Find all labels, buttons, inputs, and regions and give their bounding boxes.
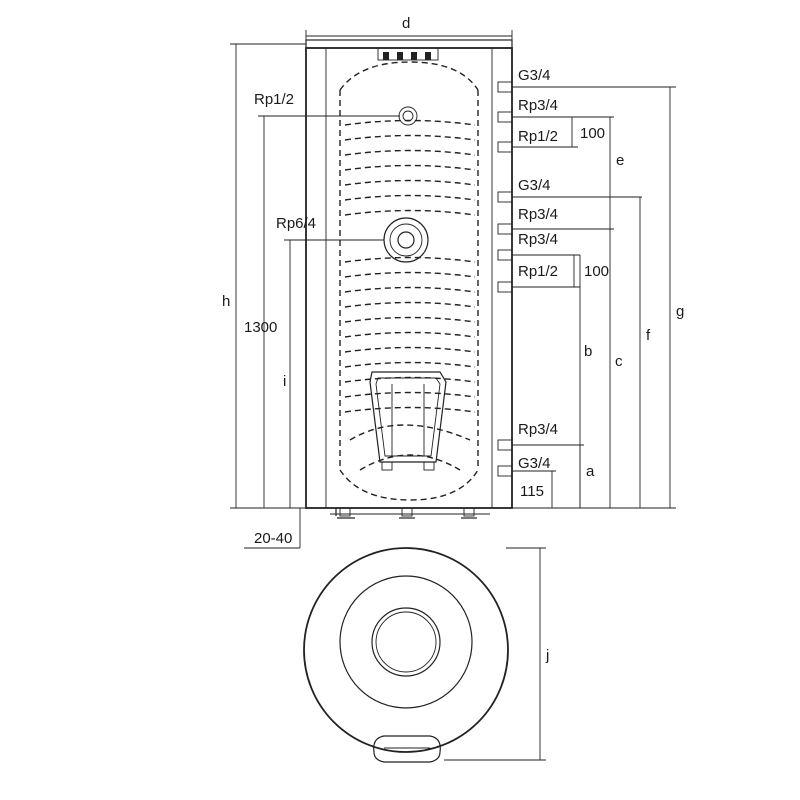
dim-a-label: a — [586, 463, 595, 480]
dim-20-40: 20-40 — [244, 508, 301, 549]
dim-20-40-label: 20-40 — [254, 530, 292, 547]
dim-f: f — [639, 197, 651, 508]
dim-d-label: d — [402, 15, 410, 32]
dim-1300: 1300 Rp1/2 — [244, 91, 400, 508]
label-r3: Rp1/2 — [518, 128, 558, 145]
inner-tank-bottom — [339, 469, 479, 501]
right-connection-stubs — [497, 81, 513, 477]
label-rp12-left: Rp1/2 — [254, 91, 294, 108]
dim-f-label: f — [646, 327, 651, 344]
lower-heat-coil — [344, 256, 476, 471]
dim-b-label: b — [584, 343, 592, 360]
dim-i: i Rp6/4 — [276, 215, 384, 508]
label-r2: Rp3/4 — [518, 97, 558, 114]
top-connector-block — [377, 47, 439, 61]
top-view-inner — [371, 607, 441, 677]
right-labels: G3/4 Rp3/4 Rp1/2 G3/4 Rp3/4 Rp3/4 Rp1/2 … — [512, 67, 676, 509]
dim-c-label: c — [615, 353, 623, 370]
tank-body — [305, 47, 513, 509]
dim-j-label: j — [545, 647, 549, 664]
label-r5: Rp3/4 — [518, 206, 558, 223]
dim-100-upper-label: 100 — [580, 125, 605, 142]
label-r6: Rp3/4 — [518, 231, 558, 248]
dim-e-label: e — [616, 152, 624, 169]
dim-h: h — [222, 43, 306, 509]
dim-115: 115 — [520, 471, 553, 508]
label-r9: G3/4 — [518, 455, 551, 472]
inner-tank-dome — [339, 61, 479, 91]
inspection-opening — [369, 371, 447, 471]
label-r1: G3/4 — [518, 67, 551, 84]
dim-1300-label: 1300 — [244, 319, 277, 336]
top-view-heater-housing — [373, 735, 441, 763]
dim-h-label: h — [222, 293, 230, 310]
label-r7: Rp1/2 — [518, 263, 558, 280]
dim-100-lower-label: 100 — [584, 263, 609, 280]
dim-a: a — [579, 445, 595, 508]
tank-top-view — [303, 547, 509, 763]
label-r4: G3/4 — [518, 177, 551, 194]
dim-e: e — [609, 117, 624, 229]
dim-c: c — [609, 229, 623, 508]
dim-100-upper: 100 — [566, 116, 605, 148]
dim-g: g — [669, 87, 684, 508]
tank-lid — [305, 39, 513, 49]
label-rp64: Rp6/4 — [276, 215, 316, 232]
dim-i-label: i — [283, 373, 286, 390]
tank-feet — [330, 507, 490, 519]
top-view-middle — [339, 575, 473, 709]
label-r8: Rp3/4 — [518, 421, 558, 438]
dim-d: d — [305, 15, 513, 42]
tank-side-view — [305, 39, 513, 519]
dim-115-label: 115 — [520, 483, 544, 500]
dim-g-label: g — [676, 303, 684, 320]
rp64-flange — [383, 217, 429, 263]
dim-j: j — [444, 547, 549, 761]
dim-100-lower: 100 — [568, 254, 609, 288]
upper-heat-coil — [344, 119, 476, 216]
sensor-socket — [398, 106, 418, 126]
top-view-outer — [303, 547, 509, 753]
